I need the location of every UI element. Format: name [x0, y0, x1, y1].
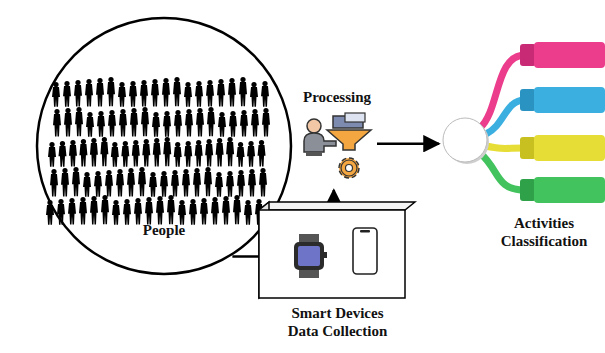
connector: [333, 190, 336, 202]
connector: [377, 142, 439, 145]
node-label: Smart Devices Data Collection: [275, 304, 400, 340]
node-label: Activities Classification: [485, 214, 603, 250]
proc-node: Processing: [287, 88, 387, 186]
people-node: People: [35, 16, 293, 276]
node-label: Processing: [287, 88, 387, 106]
box-node: Smart Devices Data Collection: [255, 200, 420, 345]
device-box: [257, 200, 417, 300]
node-label: People: [114, 221, 214, 239]
processing-icon: [301, 112, 373, 184]
act-node: Activities Classification: [440, 116, 605, 256]
hub-circle: [441, 116, 491, 166]
connector: [232, 255, 259, 258]
